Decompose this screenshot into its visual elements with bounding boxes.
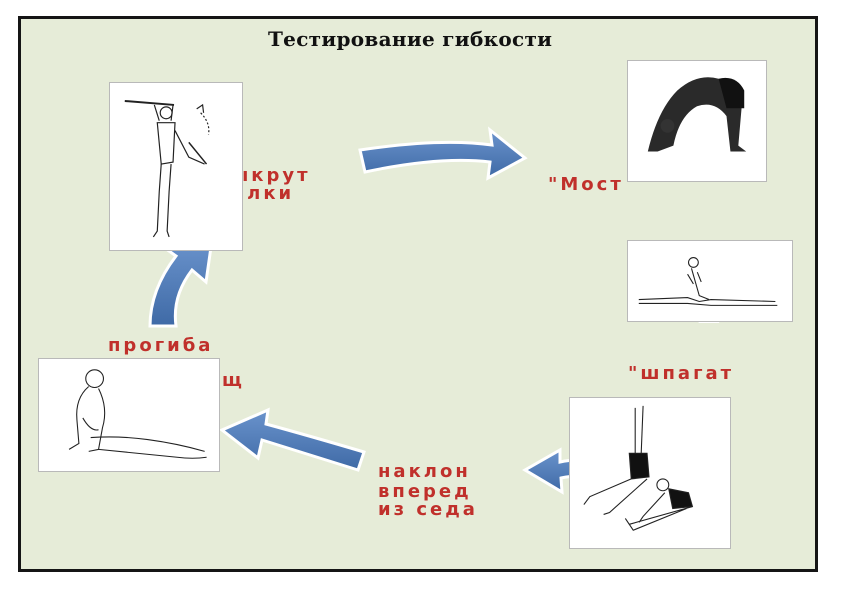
slide-title: Тестирование гибкости (268, 27, 553, 51)
label-most: "Мост (548, 174, 624, 195)
label-progiba-2: щ (222, 370, 245, 391)
label-naklon-3: из седа (378, 499, 478, 520)
bridge-figure-icon (647, 77, 747, 152)
seated-bend-figure-picture (569, 397, 731, 549)
split-figure-picture (627, 240, 793, 322)
label-shpagat: "шпагат (628, 363, 735, 384)
back-bend-figure-icon (68, 369, 207, 459)
label-naklon-2: вперед (378, 481, 472, 502)
label-progiba: прогиба (108, 335, 214, 356)
twist-stick-figure-picture (109, 82, 243, 251)
bridge-figure-picture (627, 60, 767, 182)
seated-bend-figure-icon (583, 405, 694, 531)
back-bend-figure-picture (38, 358, 220, 472)
label-naklon-1: наклон (378, 461, 471, 482)
twist-stick-figure-icon (124, 100, 210, 238)
split-figure-icon (638, 257, 778, 306)
label-vykrut-2: алки (232, 183, 295, 204)
label-vykrut-1: ыкрут (232, 165, 311, 186)
